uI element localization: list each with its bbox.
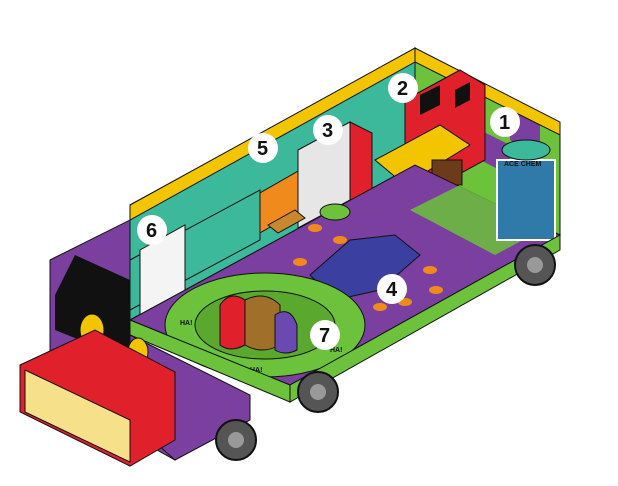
callout-6: 6 bbox=[137, 215, 167, 245]
ottoman bbox=[319, 203, 351, 221]
armchair-purple bbox=[274, 311, 298, 354]
svg-text:7: 7 bbox=[319, 325, 330, 347]
rug-text: HA! bbox=[180, 320, 192, 327]
tank-lid bbox=[501, 139, 551, 161]
svg-text:4: 4 bbox=[386, 279, 398, 301]
right-trim-yellow bbox=[414, 47, 561, 136]
svg-text:6: 6 bbox=[146, 220, 157, 242]
svg-text:3: 3 bbox=[322, 120, 333, 142]
svg-text:5: 5 bbox=[257, 138, 268, 160]
tank-label: ACE CHEM bbox=[504, 161, 542, 168]
floor-dots bbox=[293, 224, 443, 311]
callout-3: 3 bbox=[313, 115, 343, 145]
checker-wall bbox=[455, 82, 470, 108]
callout-1: 1 bbox=[490, 107, 520, 137]
chemical-tank bbox=[496, 159, 556, 241]
rug-text: HA! bbox=[330, 347, 342, 354]
callout-4: 4 bbox=[377, 274, 407, 304]
callout-2: 2 bbox=[388, 73, 418, 103]
callout-7: 7 bbox=[310, 320, 340, 350]
callout-5: 5 bbox=[248, 133, 278, 163]
armchair-red bbox=[219, 295, 246, 350]
checker-wall bbox=[420, 85, 440, 115]
grille bbox=[24, 369, 131, 463]
rug-text: HA! bbox=[250, 367, 262, 374]
svg-text:2: 2 bbox=[397, 78, 408, 100]
hood bbox=[19, 329, 176, 467]
cab-window bbox=[55, 255, 130, 360]
wheels bbox=[215, 244, 556, 461]
svg-text:1: 1 bbox=[499, 112, 510, 134]
desk bbox=[267, 209, 306, 234]
